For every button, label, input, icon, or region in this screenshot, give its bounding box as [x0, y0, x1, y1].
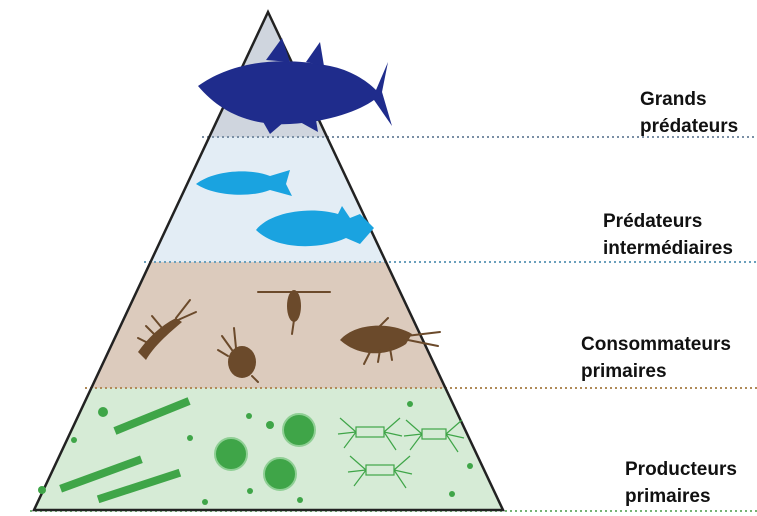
label-intermediate-predators: Prédateurs intermédiaires [603, 208, 733, 262]
label-line: Consommateurs [581, 331, 731, 358]
label-line: prédateurs [640, 113, 738, 140]
label-line: Producteurs [625, 456, 737, 483]
label-primary-consumers: Consommateurs primaires [581, 331, 731, 385]
label-line: Grands [640, 86, 738, 113]
label-line: primaires [581, 358, 731, 385]
label-line: primaires [625, 483, 737, 510]
label-line: intermédiaires [603, 235, 733, 262]
label-primary-producers: Producteurs primaires [625, 456, 737, 510]
label-line: Prédateurs [603, 208, 733, 235]
label-top-predators: Grands prédateurs [640, 86, 738, 140]
